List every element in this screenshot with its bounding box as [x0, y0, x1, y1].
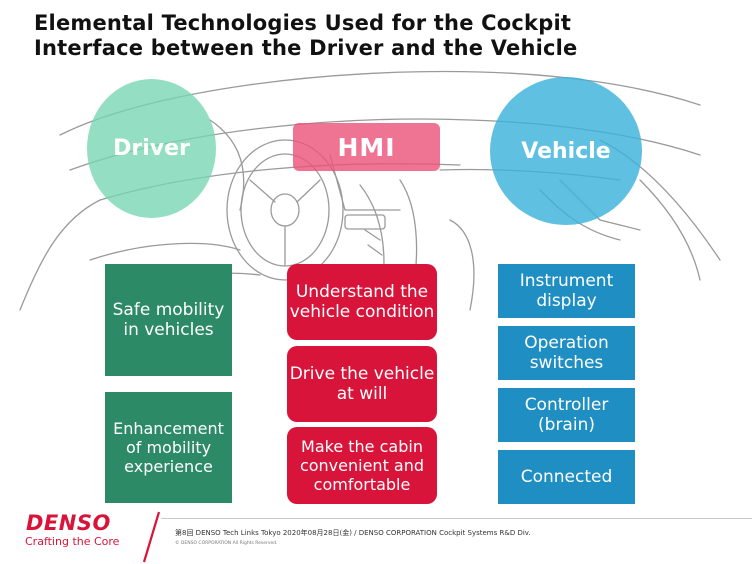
- footer-slash-decoration: [142, 511, 161, 563]
- footer-divider: [161, 518, 752, 519]
- hmi-item-drive: Drive the vehicle at will: [287, 346, 437, 422]
- footer-copyright: © DENSO CORPORATION All Rights Reserved.: [175, 541, 278, 546]
- hmi-label: HMI: [337, 132, 396, 162]
- title-line-1: Elemental Technologies Used for the Cock…: [34, 11, 572, 35]
- driver-label: Driver: [113, 136, 190, 161]
- vehicle-label: Vehicle: [521, 138, 611, 164]
- driver-circle: Driver: [87, 79, 216, 218]
- vehicle-item-controller: Controller (brain): [498, 388, 635, 442]
- hmi-item-cabin: Make the cabin convenient and comfortabl…: [287, 427, 437, 504]
- vehicle-item-connected: Connected: [498, 450, 635, 504]
- vehicle-item-operation-switches: Operation switches: [498, 326, 635, 380]
- title-line-2: Interface between the Driver and the Veh…: [34, 36, 578, 60]
- driver-item-safe-mobility: Safe mobility in vehicles: [105, 264, 232, 376]
- hmi-box: HMI: [293, 123, 440, 171]
- vehicle-circle: Vehicle: [490, 77, 642, 225]
- driver-item-enhancement: Enhancement of mobility experience: [105, 392, 232, 503]
- hmi-item-understand: Understand the vehicle condition: [287, 264, 437, 340]
- denso-logo: DENSO: [26, 511, 111, 535]
- logo-tagline: Crafting the Core: [25, 535, 120, 548]
- slide-title: Elemental Technologies Used for the Cock…: [34, 11, 578, 61]
- footer-event-note: 第8回 DENSO Tech Links Tokyo 2020年08月28日(金…: [175, 529, 531, 537]
- vehicle-item-instrument-display: Instrument display: [498, 264, 635, 318]
